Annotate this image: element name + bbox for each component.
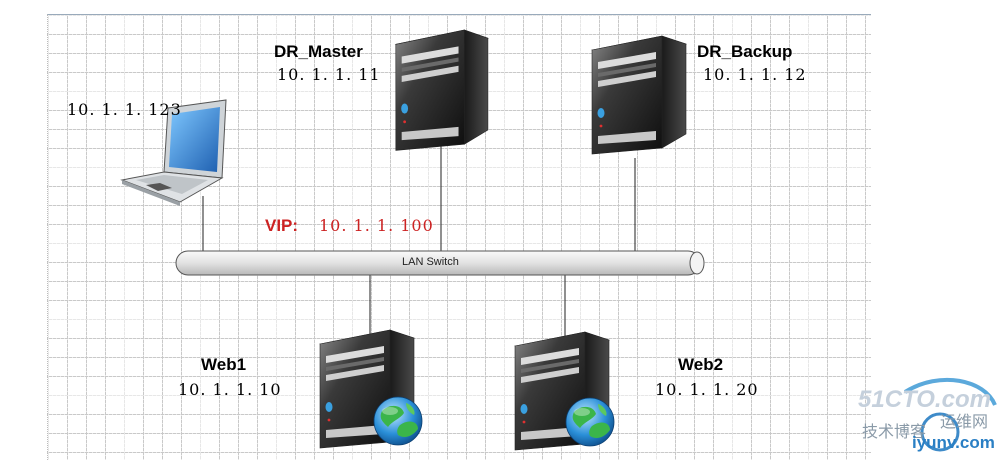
dr-backup-name: DR_Backup [697,42,793,61]
vip-ip: 10. 1. 1. 100 [319,216,434,235]
web1-ip: 10. 1. 1. 10 [178,380,282,399]
web2-globe-icon [565,397,615,447]
watermark-logo [903,377,997,452]
vip-label: VIP: [265,216,299,235]
dr-backup-server-icon [591,35,687,155]
web1-globe-icon [373,396,423,446]
dr-master-server-icon [395,29,489,151]
dr-backup-ip: 10. 1. 1. 12 [703,65,807,84]
watermark-cn-ops: 运维网 [940,412,989,431]
client-ip: 10. 1. 1. 123 [67,100,182,119]
lan-switch-label: LAN Switch [402,256,459,268]
web2-ip: 10. 1. 1. 20 [655,380,759,399]
dr-master-name: DR_Master [274,42,363,61]
laptop-icon [120,99,227,206]
lan-switch-pipe [175,250,705,276]
dr-master-ip: 10. 1. 1. 11 [277,65,381,84]
watermark-domain: iyunv.com [912,433,995,452]
watermark-site: 51CTO.com [858,386,991,413]
web2-name: Web2 [678,355,724,374]
web1-name: Web1 [201,355,247,374]
watermark-cn-blog: 技术博客 [862,422,927,441]
